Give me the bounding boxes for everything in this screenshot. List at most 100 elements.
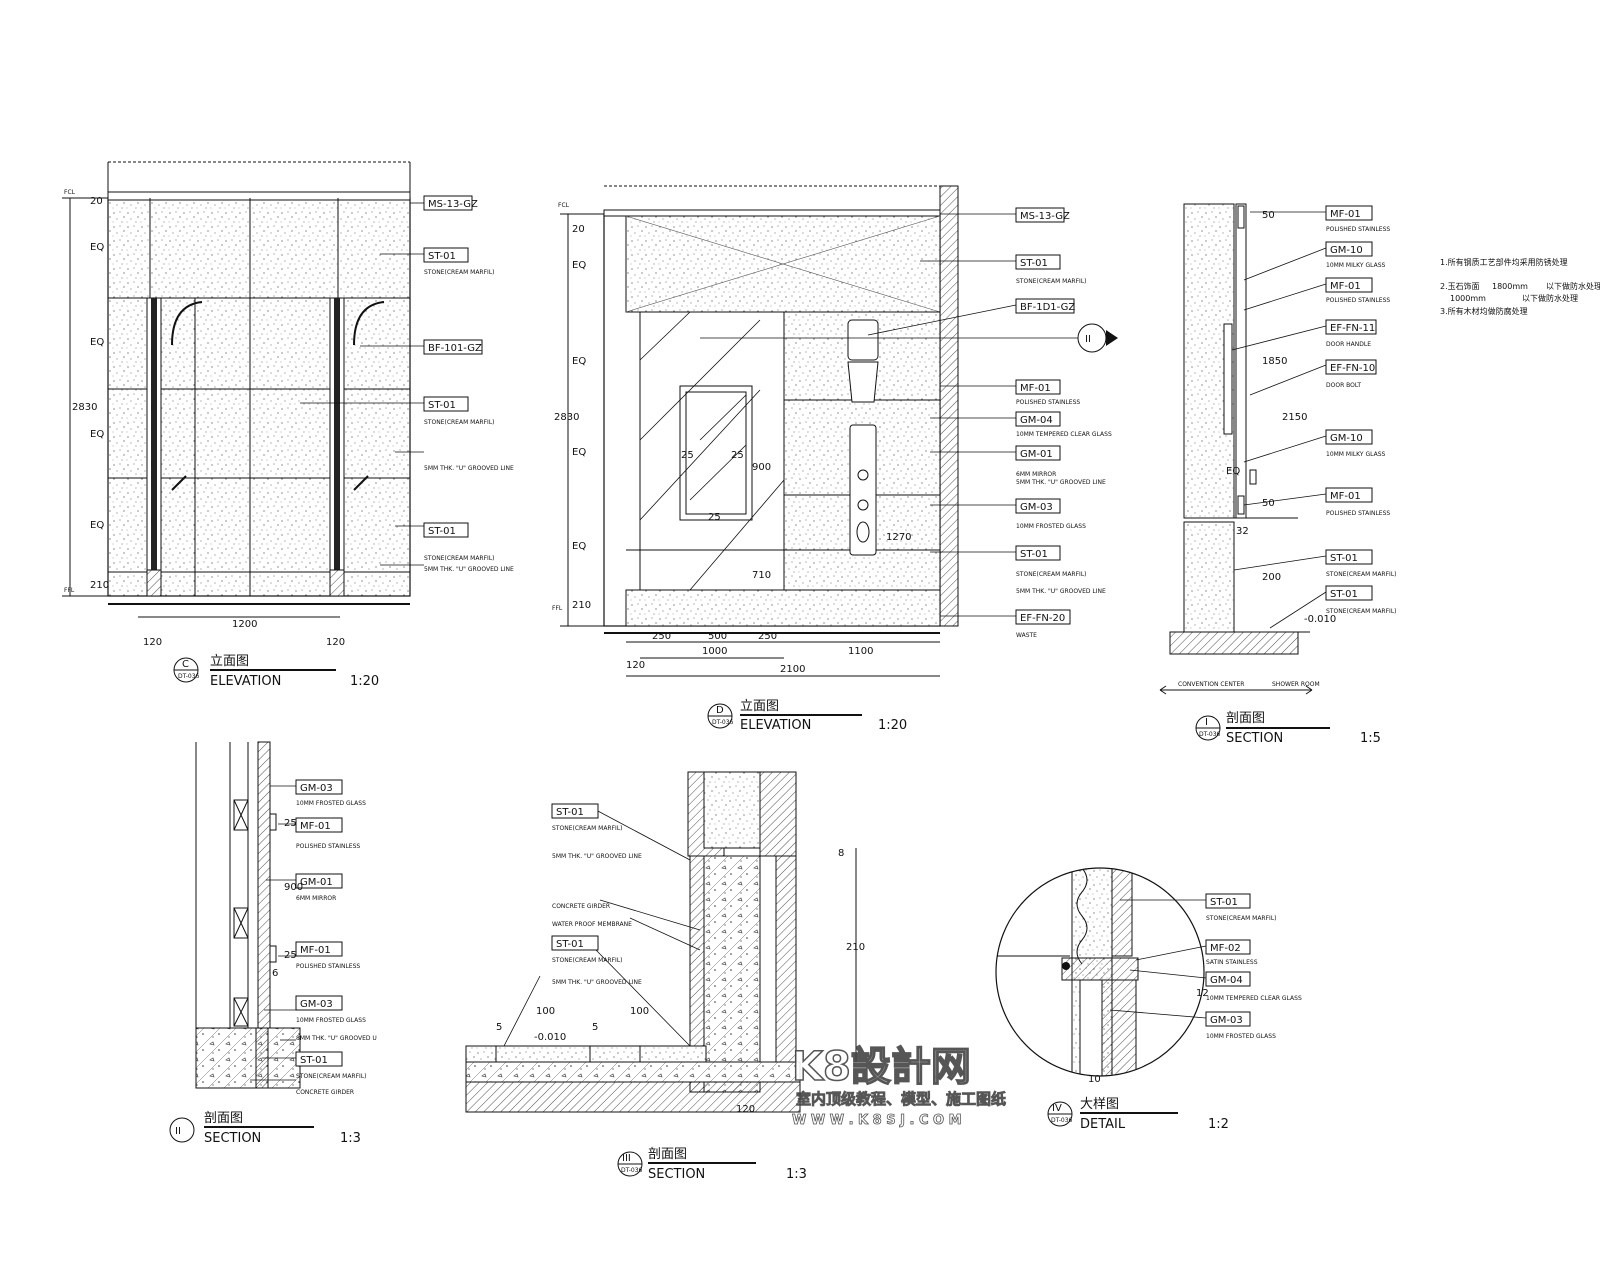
- svg-text:ST-01: ST-01: [556, 939, 584, 950]
- svg-text:500: 500: [708, 631, 727, 642]
- svg-text:SHOWER ROOM: SHOWER ROOM: [1272, 681, 1320, 688]
- svg-text:EQ: EQ: [572, 541, 586, 552]
- dim-label: 210: [90, 580, 109, 591]
- panel-ii-dims: 25 900 25 6: [272, 818, 303, 979]
- panel-i-dims: 50 1850 2150 EQ 50 32 200 -0.010: [1226, 210, 1336, 625]
- svg-text:K8設計网: K8設計网: [792, 1044, 971, 1090]
- svg-text:MF-01: MF-01: [1330, 209, 1361, 220]
- svg-text:210: 210: [846, 942, 865, 953]
- svg-text:剖面图: 剖面图: [1226, 711, 1265, 726]
- svg-text:D: D: [716, 705, 724, 716]
- svg-text:EF-FN-11: EF-FN-11: [1330, 323, 1375, 334]
- panel-iii-section: [465, 771, 857, 1113]
- svg-text:室内顶级教程、模型、施工图纸: 室内顶级教程、模型、施工图纸: [796, 1090, 1006, 1108]
- tag-code: EF-FN-20: [1020, 613, 1065, 624]
- section-arrow-ii: II: [700, 323, 1118, 353]
- tag-code: MS-13-GZ: [428, 199, 478, 210]
- panel-iv-tags: ST-01 STONE(CREAM MARFIL) MF-02 SATIN ST…: [1088, 893, 1302, 1085]
- panel-iv-detail: [995, 867, 1207, 1077]
- svg-text:STONE(CREAM MARFIL): STONE(CREAM MARFIL): [1206, 915, 1277, 922]
- svg-text:120: 120: [626, 660, 645, 671]
- svg-text:210: 210: [572, 600, 591, 611]
- panel-i-title: I DT-036 剖面图 SECTION 1:5: [1195, 711, 1381, 746]
- svg-text:ELEVATION: ELEVATION: [740, 718, 811, 733]
- tag-code: BF-101-GZ: [428, 343, 482, 354]
- svg-text:EQ: EQ: [572, 356, 586, 367]
- panel-ii-title: II 剖面图 SECTION 1:3: [169, 1111, 361, 1146]
- svg-text:DT-036: DT-036: [178, 673, 200, 680]
- svg-text:ST-01: ST-01: [1210, 897, 1238, 908]
- svg-text:SECTION: SECTION: [204, 1131, 261, 1146]
- panel-c-tags: MS-13-GZ ST-01 STONE(CREAM MARFIL) BF-10…: [64, 189, 514, 594]
- watermark-logo: K8設計网 室内顶级教程、模型、施工图纸 W W W . K 8 S J . C…: [791, 1043, 1006, 1128]
- svg-text:剖面图: 剖面图: [648, 1147, 687, 1162]
- svg-text:大样图: 大样图: [1080, 1097, 1119, 1112]
- tag-desc2: 5MM THK. "U" GROOVED LINE: [424, 566, 514, 573]
- svg-text:MF-02: MF-02: [1210, 943, 1241, 954]
- dim-label: 120: [326, 637, 345, 648]
- svg-text:GM-04: GM-04: [1210, 975, 1243, 986]
- tag-desc2: 5MM THK. "U" GROOVED LINE: [1016, 479, 1106, 486]
- panel-iii-title: III DT-036 剖面图 SECTION 1:3: [617, 1147, 807, 1182]
- svg-text:CONCRETE GIRDER: CONCRETE GIRDER: [552, 903, 610, 910]
- svg-text:8: 8: [838, 848, 844, 859]
- svg-text:2150: 2150: [1282, 412, 1307, 423]
- tag-desc: STONE(CREAM MARFIL): [424, 419, 495, 426]
- svg-text:900: 900: [752, 462, 771, 473]
- svg-text:ST-01: ST-01: [1330, 589, 1358, 600]
- svg-text:CONCRETE GIRDER: CONCRETE GIRDER: [296, 1089, 354, 1096]
- svg-text:EF-FN-10: EF-FN-10: [1330, 363, 1375, 374]
- svg-text:以下做防水处理: 以下做防水处理: [1522, 293, 1578, 303]
- tag-desc: 10MM FROSTED GLASS: [1016, 523, 1086, 530]
- svg-text:250: 250: [758, 631, 777, 642]
- svg-text:立面图: 立面图: [740, 699, 779, 714]
- svg-text:STONE(CREAM MARFIL): STONE(CREAM MARFIL): [1326, 571, 1397, 578]
- tag-code: ST-01: [1020, 258, 1048, 269]
- svg-text:25: 25: [681, 450, 694, 461]
- svg-text:10MM FROSTED GLASS: 10MM FROSTED GLASS: [296, 800, 366, 807]
- tag-desc2: 5MM THK. "U" GROOVED LINE: [1016, 588, 1106, 595]
- svg-text:-0.010: -0.010: [1304, 614, 1336, 625]
- svg-text:EQ: EQ: [1226, 466, 1240, 477]
- svg-text:以下做防水处理: 以下做防水处理: [1546, 281, 1600, 291]
- svg-text:EQ: EQ: [572, 260, 586, 271]
- svg-text:GM-03: GM-03: [1210, 1015, 1243, 1026]
- svg-text:立面图: 立面图: [210, 654, 249, 669]
- shower-panel: [847, 319, 879, 556]
- tag-desc: 6MM MIRROR: [1016, 471, 1056, 478]
- svg-text:1270: 1270: [886, 532, 911, 543]
- svg-text:50: 50: [1262, 210, 1275, 221]
- svg-text:III: III: [622, 1153, 631, 1164]
- svg-text:6: 6: [272, 968, 278, 979]
- panel-c-dims: 20 EQ EQ EQ EQ 2830 210 1200 120 120: [72, 196, 345, 648]
- panel-d-elevation: II: [560, 185, 1118, 677]
- svg-text:POLISHED STAINLESS: POLISHED STAINLESS: [1326, 510, 1390, 517]
- svg-text:32: 32: [1236, 526, 1249, 537]
- dim-label: EQ: [90, 337, 104, 348]
- panel-c-leaders: [300, 202, 424, 566]
- panel-d-leaders: [867, 213, 1017, 617]
- tag-code: BF-1D1-GZ: [1020, 302, 1075, 313]
- svg-text:10MM FROSTED GLASS: 10MM FROSTED GLASS: [1206, 1033, 1276, 1040]
- svg-text:25: 25: [708, 512, 721, 523]
- svg-text:2100: 2100: [780, 664, 805, 675]
- svg-text:10MM TEMPERED CLEAR GLASS: 10MM TEMPERED CLEAR GLASS: [1206, 995, 1302, 1002]
- svg-text:1850: 1850: [1262, 356, 1287, 367]
- svg-text:MF-01: MF-01: [1330, 281, 1361, 292]
- groove-note: 5MM THK. "U" GROOVED LINE: [424, 465, 514, 472]
- panel-ii-tags: GM-03 10MM FROSTED GLASS MF-01 POLISHED …: [295, 779, 377, 1096]
- svg-text:ST-01: ST-01: [556, 807, 584, 818]
- svg-text:120: 120: [736, 1104, 755, 1115]
- svg-text:II: II: [175, 1126, 181, 1137]
- svg-text:1100: 1100: [848, 646, 873, 657]
- svg-text:EQ: EQ: [572, 447, 586, 458]
- tag-desc: 10MM TEMPERED CLEAR GLASS: [1016, 431, 1112, 438]
- level-top: FCL: [558, 202, 570, 209]
- svg-text:GM-01: GM-01: [300, 877, 333, 888]
- dim-label: EQ: [90, 242, 104, 253]
- svg-text:STONE(CREAM MARFIL): STONE(CREAM MARFIL): [552, 957, 623, 964]
- svg-text:2.玉石饰面: 2.玉石饰面: [1440, 281, 1480, 291]
- panel-iii-tags: ST-01 STONE(CREAM MARFIL) 5MM THK. "U" G…: [551, 803, 642, 986]
- level-bottom: FFL: [64, 587, 75, 594]
- tag-code: ST-01: [428, 251, 456, 262]
